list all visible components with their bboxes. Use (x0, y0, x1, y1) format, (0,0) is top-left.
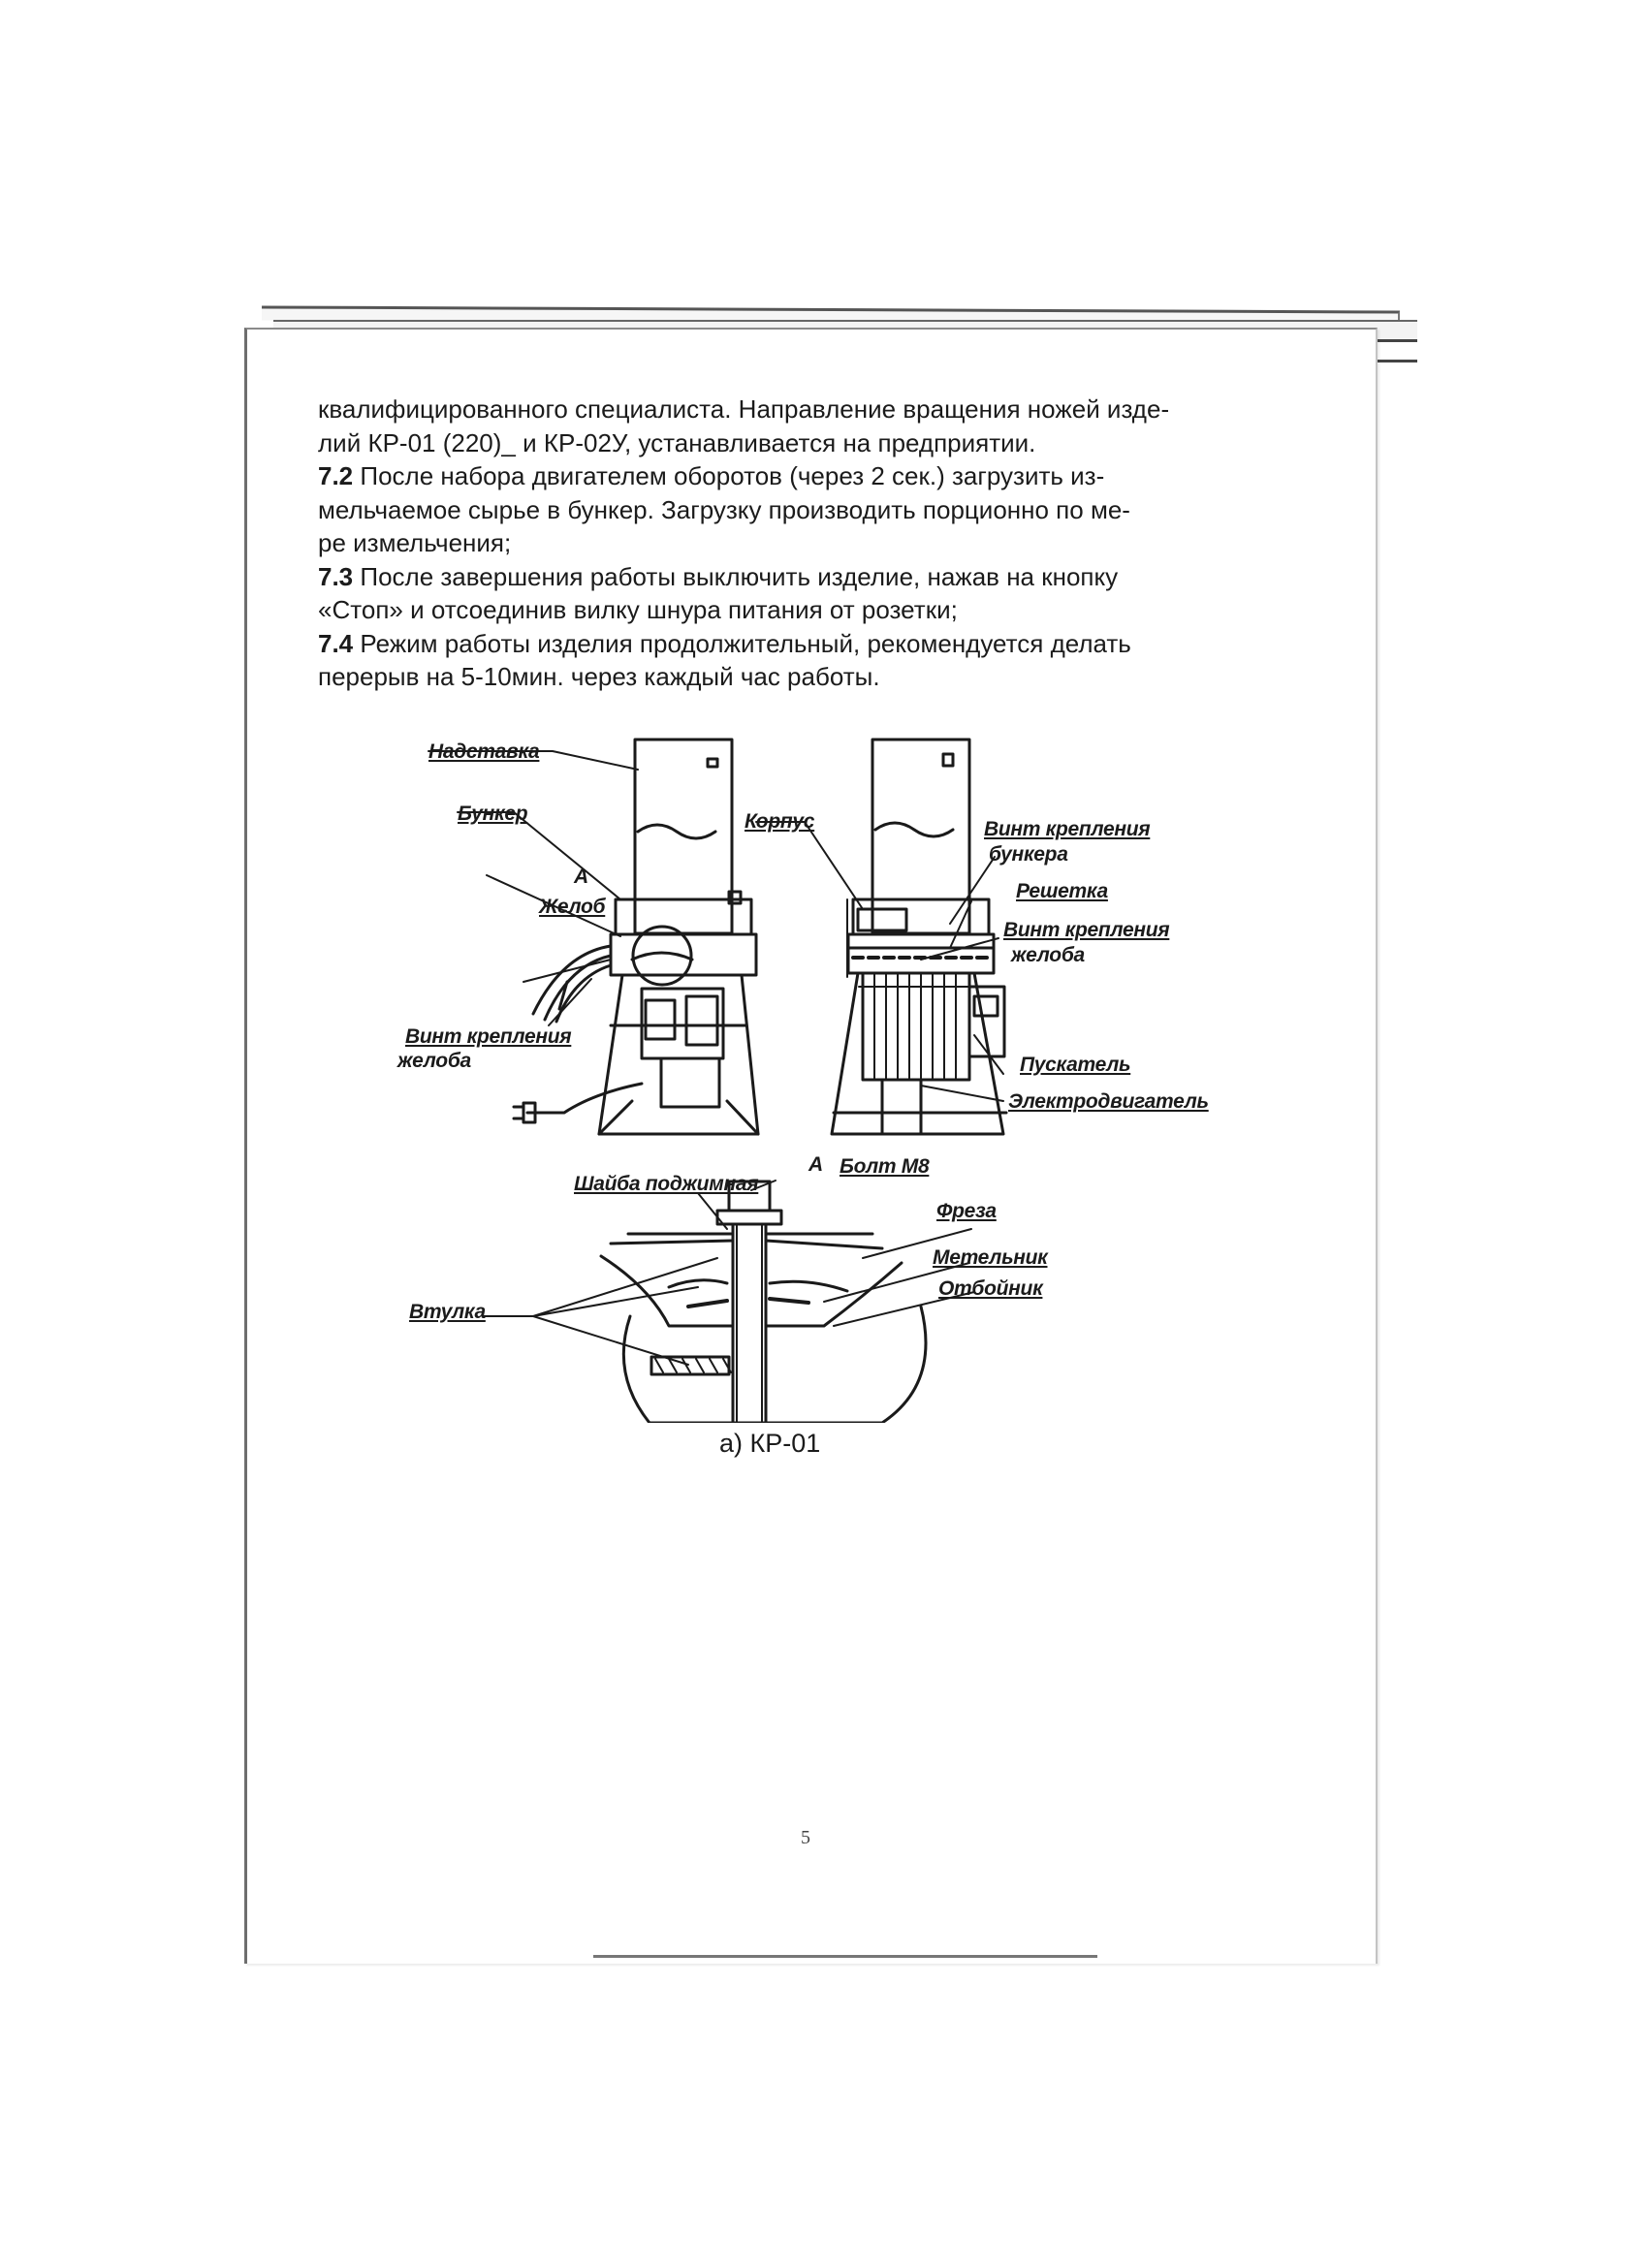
figure-caption: а) КР-01 (719, 1429, 821, 1458)
section-7-4-text: Режим работы изделия продолжительный, ре… (353, 628, 1131, 658)
label-vint-zheloba-right-2: желоба (1011, 944, 1085, 966)
section-7-2-text: После набора двигателем оборотов (через … (353, 461, 1105, 490)
label-bunker: Бункер (458, 803, 528, 825)
label-vint-zheloba-right-1: Винт крепления (1003, 919, 1170, 941)
text-line-2: лий КР-01 (220)_ и КР-02У, устанавливает… (318, 427, 1036, 457)
label-vint-zheloba-left-1: Винт крепления (405, 1025, 572, 1048)
label-vtulka: Втулка (409, 1301, 486, 1323)
crusher-diagram: Надставка Бункер А Желоб Винт крепления … (378, 706, 1209, 1425)
label-zhelob: Желоб (539, 896, 606, 918)
section-7-3-line-2: «Стоп» и отсоединив вилку шнура питания … (318, 595, 958, 624)
label-otboinik: Отбойник (938, 1277, 1043, 1300)
section-7-4-line-1: 7.4 Режим работы изделия продолжительный… (318, 627, 1249, 661)
label-nadstavka: Надставка (428, 740, 540, 763)
detail-a-drawing (599, 1180, 928, 1425)
sheet-tab-marks (1377, 339, 1417, 362)
label-vint-bunkera-1: Винт крепления (984, 818, 1151, 840)
label-elektrodvigatel: Электродвигатель (1008, 1090, 1209, 1113)
section-7-3-number: 7.3 (318, 561, 354, 591)
left-view-drawing (512, 738, 760, 1136)
page-number: 5 (801, 1827, 810, 1848)
label-bolt: Болт М8 (840, 1155, 930, 1178)
section-7-4-line-2: перерыв на 5-10мин. через каждый час раб… (318, 662, 880, 691)
section-7-2-line-1: 7.2 После набора двигателем оборотов (че… (318, 459, 1249, 493)
label-metelnik: Метельник (933, 1246, 1048, 1269)
document-page (244, 328, 1378, 1964)
label-vint-zheloba-left-2: желоба (397, 1050, 471, 1072)
label-freza: Фреза (936, 1200, 997, 1222)
label-vint-bunkera-2: бункера (989, 843, 1068, 866)
text-line-1: квалифицированного специалиста. Направле… (318, 394, 1170, 424)
section-7-2-line-3: ре измельчения; (318, 528, 512, 557)
label-a-top: А (574, 866, 588, 888)
section-7-3-text: После завершения работы выключить издели… (353, 561, 1119, 591)
section-7-4-number: 7.4 (318, 628, 354, 658)
leader-lines (428, 750, 1004, 1366)
right-view-drawing (830, 738, 1008, 1136)
body-text: квалифицированного специалиста. Направле… (318, 393, 1249, 694)
section-7-2-line-2: мельчаемое сырье в бункер. Загрузку прои… (318, 494, 1130, 524)
label-reshetka: Решетка (1016, 880, 1108, 902)
label-korpus: Корпус (745, 810, 815, 833)
section-7-3-line-1: 7.3 После завершения работы выключить из… (318, 560, 1249, 594)
label-a-detail: А (808, 1153, 823, 1176)
label-puskatel: Пускатель (1020, 1054, 1131, 1076)
section-7-2-number: 7.2 (318, 461, 354, 490)
label-shaiba: Шайба поджимная (574, 1173, 759, 1195)
diagram-drawing (428, 738, 1008, 1425)
page-bottom-edge (593, 1955, 1097, 1958)
